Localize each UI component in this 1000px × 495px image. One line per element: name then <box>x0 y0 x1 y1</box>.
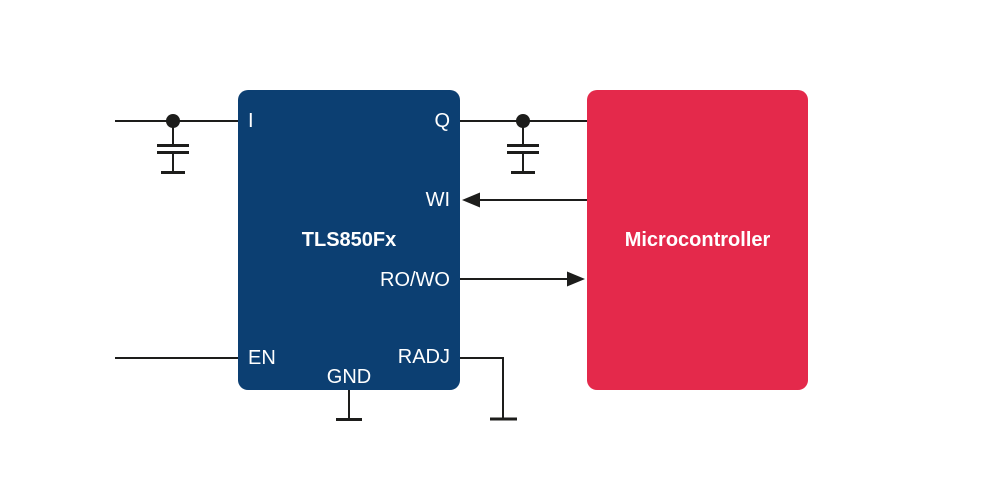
regulator-block: I Q WI RO/WO EN RADJ GND TLS850Fx <box>238 90 460 390</box>
pin-label-gnd: GND <box>326 366 372 388</box>
pin-label-wi: WI <box>425 189 450 211</box>
radj-wire <box>460 357 504 418</box>
pin-label-en: EN <box>248 347 276 369</box>
pin-label-radj: RADJ <box>397 346 450 368</box>
pin-label-q: Q <box>434 110 450 132</box>
microcontroller-block: Microcontroller <box>587 90 808 390</box>
regulator-title: TLS850Fx <box>301 229 397 251</box>
radj-to-ground <box>460 357 517 421</box>
wi-signal <box>462 192 587 208</box>
rowo-signal <box>460 271 585 287</box>
gnd-to-ground <box>336 390 362 421</box>
pin-label-i: I <box>248 110 254 132</box>
rowo-arrowhead-right <box>567 271 585 287</box>
microcontroller-title: Microcontroller <box>624 229 771 251</box>
pin-label-rowo: RO/WO <box>380 269 450 291</box>
wi-arrowhead-left <box>462 192 480 208</box>
input-capacitor <box>157 114 189 174</box>
output-capacitor <box>507 114 539 174</box>
